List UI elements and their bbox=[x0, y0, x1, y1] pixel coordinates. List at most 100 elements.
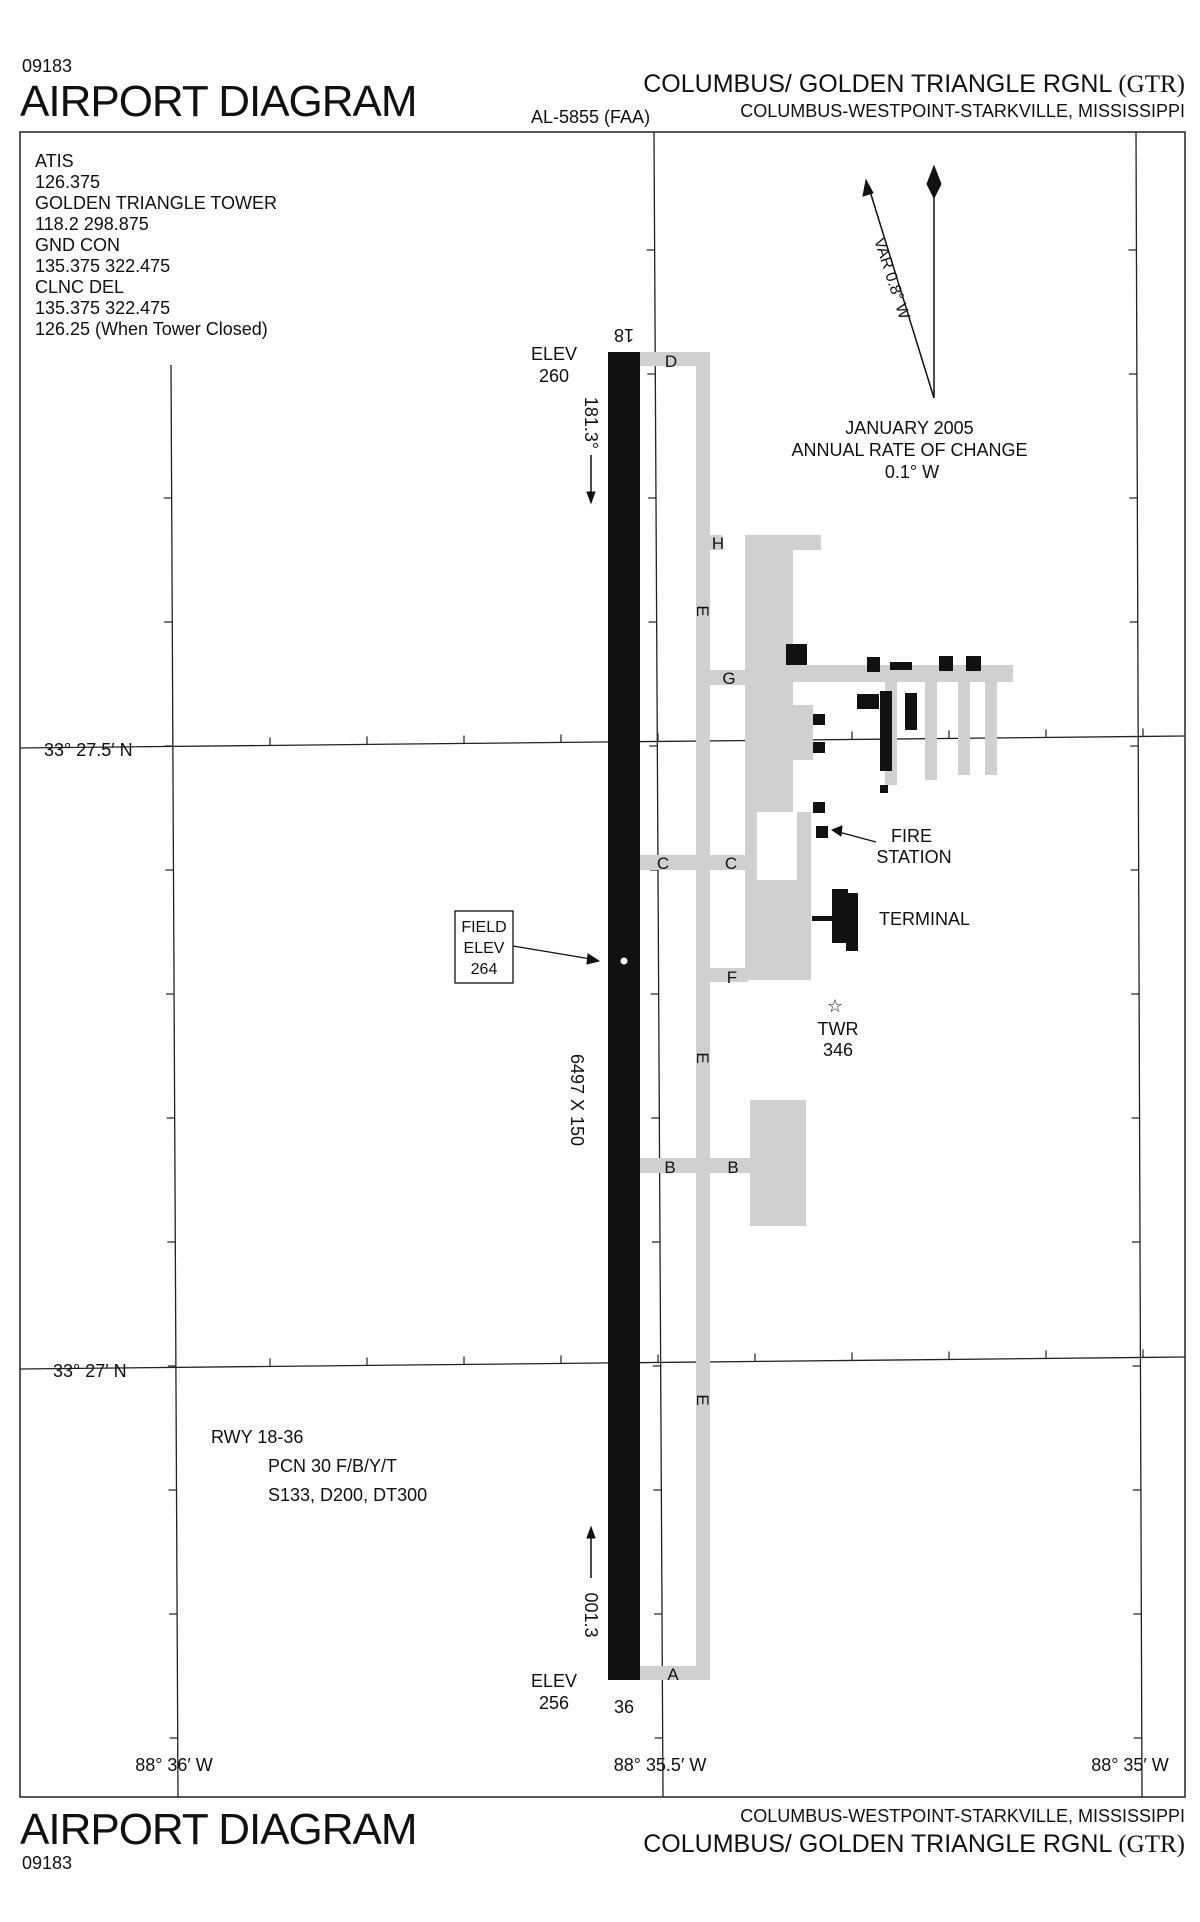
taxiway-label-g: G bbox=[722, 669, 735, 688]
hangar-building bbox=[905, 693, 917, 730]
building bbox=[813, 714, 825, 725]
procedure-id: AL-5855 (FAA) bbox=[531, 107, 650, 127]
taxiway-h[interactable] bbox=[707, 535, 722, 550]
taxiway-label-b-west: B bbox=[664, 1158, 675, 1177]
taxiway-label-h: H bbox=[712, 534, 724, 553]
hangar-building bbox=[939, 656, 953, 671]
apron-taper bbox=[793, 705, 813, 760]
hangar-lane-2 bbox=[925, 675, 937, 780]
terminal-building bbox=[846, 893, 858, 951]
runway[interactable] bbox=[608, 352, 640, 1680]
taxiway-f[interactable] bbox=[703, 968, 748, 982]
longitude-line-mid bbox=[653, 131, 664, 1798]
taxiway-labels: D H G C C F B B A E E E bbox=[657, 352, 739, 1684]
apron-notch bbox=[757, 812, 797, 880]
runway-end-36: 36 bbox=[614, 1697, 634, 1717]
page-title: AIRPORT DIAGRAM bbox=[20, 77, 417, 126]
magnetic-north-line bbox=[868, 187, 935, 399]
longitude-label-east: 88° 35′ W bbox=[1091, 1755, 1169, 1775]
elev-south-value: 256 bbox=[539, 1693, 569, 1713]
longitude-label-west: 88° 36′ W bbox=[135, 1755, 213, 1775]
taxiway-a[interactable] bbox=[640, 1666, 710, 1680]
hangar-building bbox=[966, 656, 981, 671]
field-elevation-point bbox=[620, 957, 628, 965]
taxiway-label-f: F bbox=[727, 968, 737, 987]
building bbox=[813, 802, 825, 813]
taxiway-label-b-east: B bbox=[727, 1158, 738, 1177]
taxiway-label-e-2: E bbox=[693, 1052, 712, 1063]
taxiway-label-e-1: E bbox=[693, 605, 712, 616]
taxiway-label-a: A bbox=[667, 1665, 679, 1684]
elev-north-label: ELEV bbox=[531, 344, 577, 364]
fire-station-label: FIRE STATION bbox=[876, 826, 951, 867]
diagram-frame bbox=[19, 131, 1186, 1798]
hangar-building bbox=[880, 691, 892, 771]
hangar-building bbox=[880, 785, 888, 793]
field-elevation-box: FIELD ELEV 264 bbox=[454, 910, 514, 984]
elev-north-value: 260 bbox=[539, 366, 569, 386]
terminal-jetway bbox=[812, 916, 842, 921]
terminal-building bbox=[832, 889, 848, 943]
taxiway-label-c-east: C bbox=[725, 854, 737, 873]
hangar-building bbox=[867, 657, 880, 672]
svg-text:ELEV: ELEV bbox=[464, 940, 505, 957]
magnetic-variation-label: VAR 0.8° W bbox=[870, 236, 913, 322]
latitude-line-south bbox=[19, 1356, 1186, 1370]
svg-text:264: 264 bbox=[471, 961, 498, 978]
longitude-line-west bbox=[170, 364, 179, 1798]
footer-city-state: COLUMBUS-WESTPOINT-STARKVILLE, MISSISSIP… bbox=[740, 1806, 1185, 1826]
building bbox=[813, 742, 825, 753]
taxiway-d[interactable] bbox=[640, 352, 710, 366]
magnetic-arrow-icon bbox=[862, 178, 874, 197]
taxiway-label-e-3: E bbox=[693, 1394, 712, 1405]
runway-dimensions: 6497 X 150 bbox=[567, 1054, 587, 1146]
fire-station-leader-icon bbox=[834, 830, 877, 843]
airport-title: COLUMBUS/ GOLDEN TRIANGLE RGNL (GTR) bbox=[643, 70, 1185, 98]
footer-airport-title: COLUMBUS/ GOLDEN TRIANGLE RGNL (GTR) bbox=[643, 1830, 1185, 1858]
svg-text:FIELD: FIELD bbox=[461, 919, 506, 936]
coordinates: 33° 27.5′ N 33° 27′ N 88° 36′ W 88° 35.5… bbox=[44, 740, 1169, 1775]
footer-cycle: 09183 bbox=[22, 1853, 72, 1873]
taxiway-system bbox=[640, 352, 1013, 1680]
footer: AIRPORT DIAGRAM 09183 COLUMBUS-WESTPOINT… bbox=[20, 1805, 1185, 1873]
latitude-label-north: 33° 27.5′ N bbox=[44, 740, 133, 760]
city-state: COLUMBUS-WESTPOINT-STARKVILLE, MISSISSIP… bbox=[740, 101, 1185, 121]
frequency-list: ATIS 126.375 GOLDEN TRIANGLE TOWER 118.2… bbox=[35, 151, 282, 339]
magnetic-notes: JANUARY 2005 ANNUAL RATE OF CHANGE 0.1° … bbox=[791, 418, 1032, 482]
field-elev-leader-icon bbox=[512, 945, 598, 961]
tower-elevation: 346 bbox=[823, 1040, 853, 1060]
frame-border bbox=[19, 131, 1186, 1798]
taxiway-c[interactable] bbox=[640, 855, 774, 870]
north-arrow-icon bbox=[926, 164, 942, 200]
terminal-label: TERMINAL bbox=[879, 909, 970, 929]
cycle-number: 09183 bbox=[22, 56, 72, 76]
latitude-line-north bbox=[19, 735, 1186, 749]
taxiway-label-c-west: C bbox=[657, 854, 669, 873]
buildings bbox=[786, 644, 981, 951]
latitude-label-south: 33° 27′ N bbox=[53, 1361, 127, 1381]
hangar-building bbox=[857, 694, 879, 709]
hangar-building bbox=[786, 644, 807, 665]
hangar-lane-3 bbox=[958, 675, 970, 775]
taxiway-e[interactable] bbox=[696, 352, 710, 1680]
header: 09183 AIRPORT DIAGRAM AL-5855 (FAA) COLU… bbox=[20, 56, 1185, 127]
taxiway-b[interactable] bbox=[640, 1158, 752, 1173]
tower-label: TWR bbox=[818, 1019, 859, 1039]
runway-heading-north: 001.3 bbox=[581, 1592, 601, 1637]
south-apron bbox=[750, 1100, 806, 1226]
taxiway-g[interactable] bbox=[703, 670, 747, 685]
tower-icon: ☆ bbox=[827, 996, 843, 1016]
runway-end-18: 18 bbox=[614, 325, 634, 345]
runway-18-36 bbox=[608, 352, 640, 1680]
longitude-line-east bbox=[1135, 131, 1143, 1798]
hangar-lane-4 bbox=[985, 675, 997, 775]
runway-info: RWY 18-36 PCN 30 F/B/Y/T S133, D200, DT3… bbox=[211, 1427, 427, 1505]
hangar-building bbox=[890, 662, 912, 670]
taxiway-label-d: D bbox=[665, 352, 677, 371]
footer-title: AIRPORT DIAGRAM bbox=[20, 1805, 417, 1854]
runway-heading-south: 181.3° bbox=[581, 397, 601, 449]
elev-south-label: ELEV bbox=[531, 1671, 577, 1691]
fire-station-building bbox=[816, 826, 828, 838]
symbols bbox=[512, 164, 942, 1578]
longitude-label-mid: 88° 35.5′ W bbox=[614, 1755, 707, 1775]
